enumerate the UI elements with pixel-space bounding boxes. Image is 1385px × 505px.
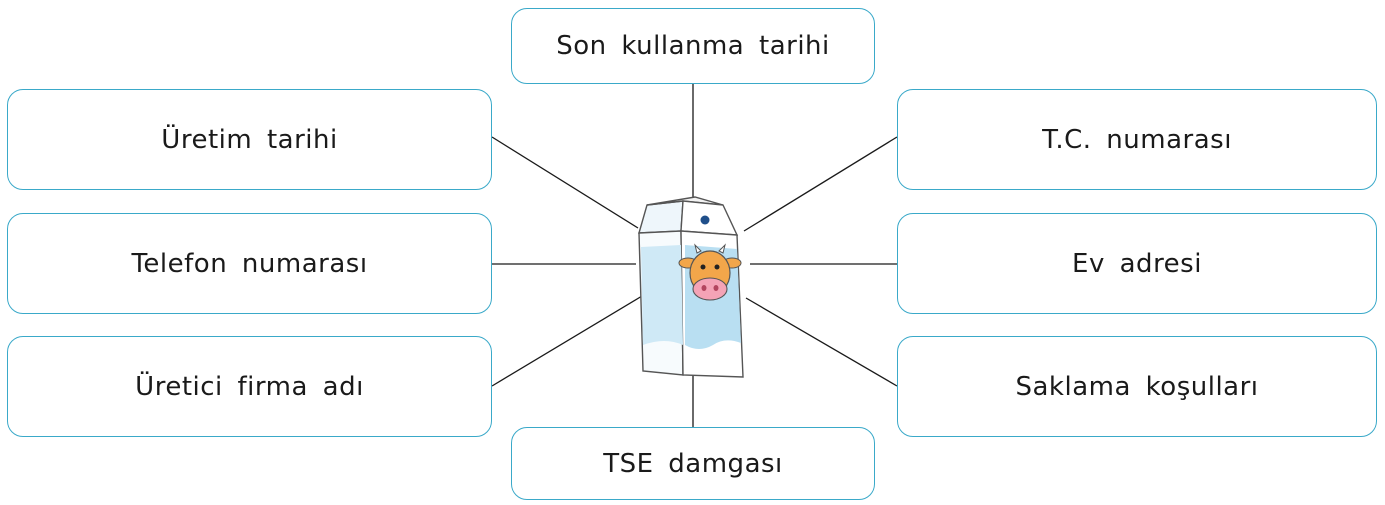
label-box-left-3: Üretici firma adı (7, 336, 492, 437)
label-text: Telefon numarası (131, 248, 368, 279)
label-text: T.C. numarası (1042, 124, 1232, 155)
label-box-left-1: Üretim tarihi (7, 89, 492, 190)
connector-right-1 (743, 136, 898, 232)
label-box-right-3: Saklama koşulları (897, 336, 1377, 437)
connector-left-3 (491, 295, 643, 387)
label-text: Son kullanma tarihi (556, 31, 830, 61)
connector-left-1 (491, 136, 639, 229)
label-text: Üretici firma adı (135, 371, 364, 402)
label-text: Üretim tarihi (161, 124, 338, 155)
label-box-bottom: TSE damgası (511, 427, 875, 500)
label-box-right-1: T.C. numarası (897, 89, 1377, 190)
connector-right-3 (745, 297, 898, 387)
label-text: Saklama koşulları (1015, 371, 1259, 402)
label-box-right-2: Ev adresi (897, 213, 1377, 314)
milk-carton-cow-icon (638, 196, 744, 378)
label-text: TSE damgası (603, 448, 783, 479)
label-box-top: Son kullanma tarihi (511, 8, 875, 84)
label-text: Ev adresi (1072, 248, 1202, 279)
label-box-left-2: Telefon numarası (7, 213, 492, 314)
